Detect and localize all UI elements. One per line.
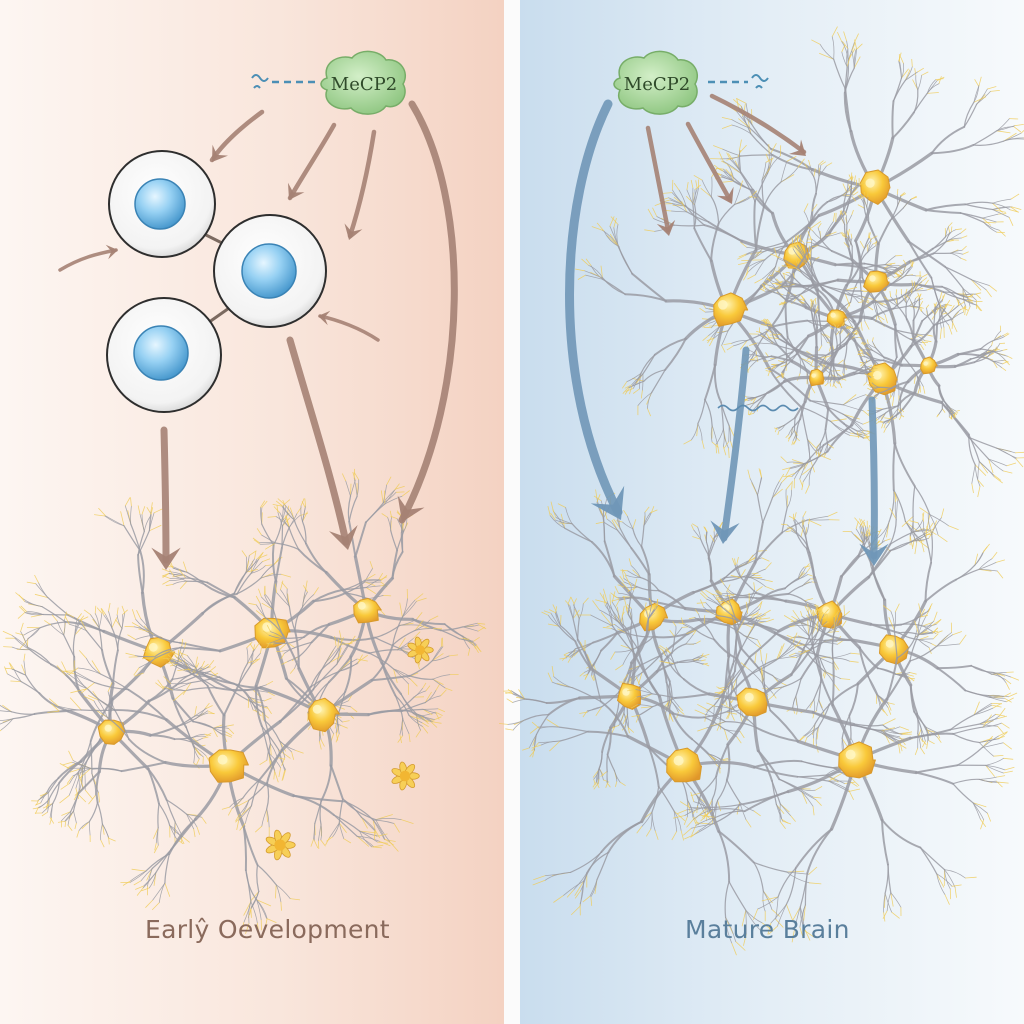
neuron-layer <box>0 26 1024 956</box>
left-panel-background <box>0 0 504 1024</box>
panel-divider <box>504 0 520 1024</box>
neuron-icon <box>252 468 487 744</box>
neuron-icon <box>627 582 913 829</box>
arrow-mecp2-to-neurons <box>709 93 807 156</box>
neuron-icon <box>0 602 219 854</box>
neuron-icon <box>673 600 1015 943</box>
right-panel-background <box>520 0 1024 1024</box>
arrow-input <box>318 310 380 342</box>
neuron-icon <box>696 491 943 719</box>
arrow-cell-to-neurons <box>151 426 181 570</box>
arrow-mecp2-to-cell <box>209 109 265 163</box>
synapse-icon <box>391 761 420 791</box>
stem-cell-icon <box>106 297 222 413</box>
squiggle-marks <box>717 404 799 412</box>
mecp2-blob-right: MeCP2 <box>613 50 699 115</box>
arrow-input <box>58 244 118 272</box>
stem-cell-icon <box>213 214 327 328</box>
arrow-mecp2-to-neurons <box>397 100 458 524</box>
panel-title-early-development: Earlŷ Oevelopment <box>145 915 390 944</box>
arrow-mecp2-to-cell <box>344 129 377 240</box>
arrow-layer <box>58 93 889 570</box>
mecp2-label-right: MeCP2 <box>624 74 690 95</box>
neuron-icon <box>15 497 292 805</box>
arrow-to-mature-neurons <box>859 396 889 566</box>
arrow-mecp2-to-cell <box>287 122 337 201</box>
mecp2-label-left: MeCP2 <box>331 74 397 95</box>
arrow-mecp2-to-neurons <box>685 121 734 204</box>
neuron-icon <box>155 580 459 850</box>
stem-cell-icon <box>108 150 216 258</box>
panel-title-mature-brain: Mature Brain <box>685 915 850 944</box>
synapse-icon <box>265 829 296 861</box>
mecp2-connector-right <box>708 74 769 89</box>
arrow-mecp2-to-mature-neurons <box>565 99 625 520</box>
neuron-icon <box>529 574 868 956</box>
arrow-mecp2-to-neurons <box>645 125 676 236</box>
stem-cell-group <box>106 150 327 413</box>
synapse-icon <box>407 636 434 664</box>
arrow-to-mature-neurons <box>710 346 750 544</box>
neuron-icon <box>786 507 1020 761</box>
mecp2-blob-left: MeCP2 <box>320 50 407 115</box>
mecp2-connector-left <box>251 74 318 89</box>
neuron-icon <box>775 188 983 406</box>
arrow-cell-to-neurons <box>286 336 358 550</box>
neuron-icon <box>740 294 878 458</box>
